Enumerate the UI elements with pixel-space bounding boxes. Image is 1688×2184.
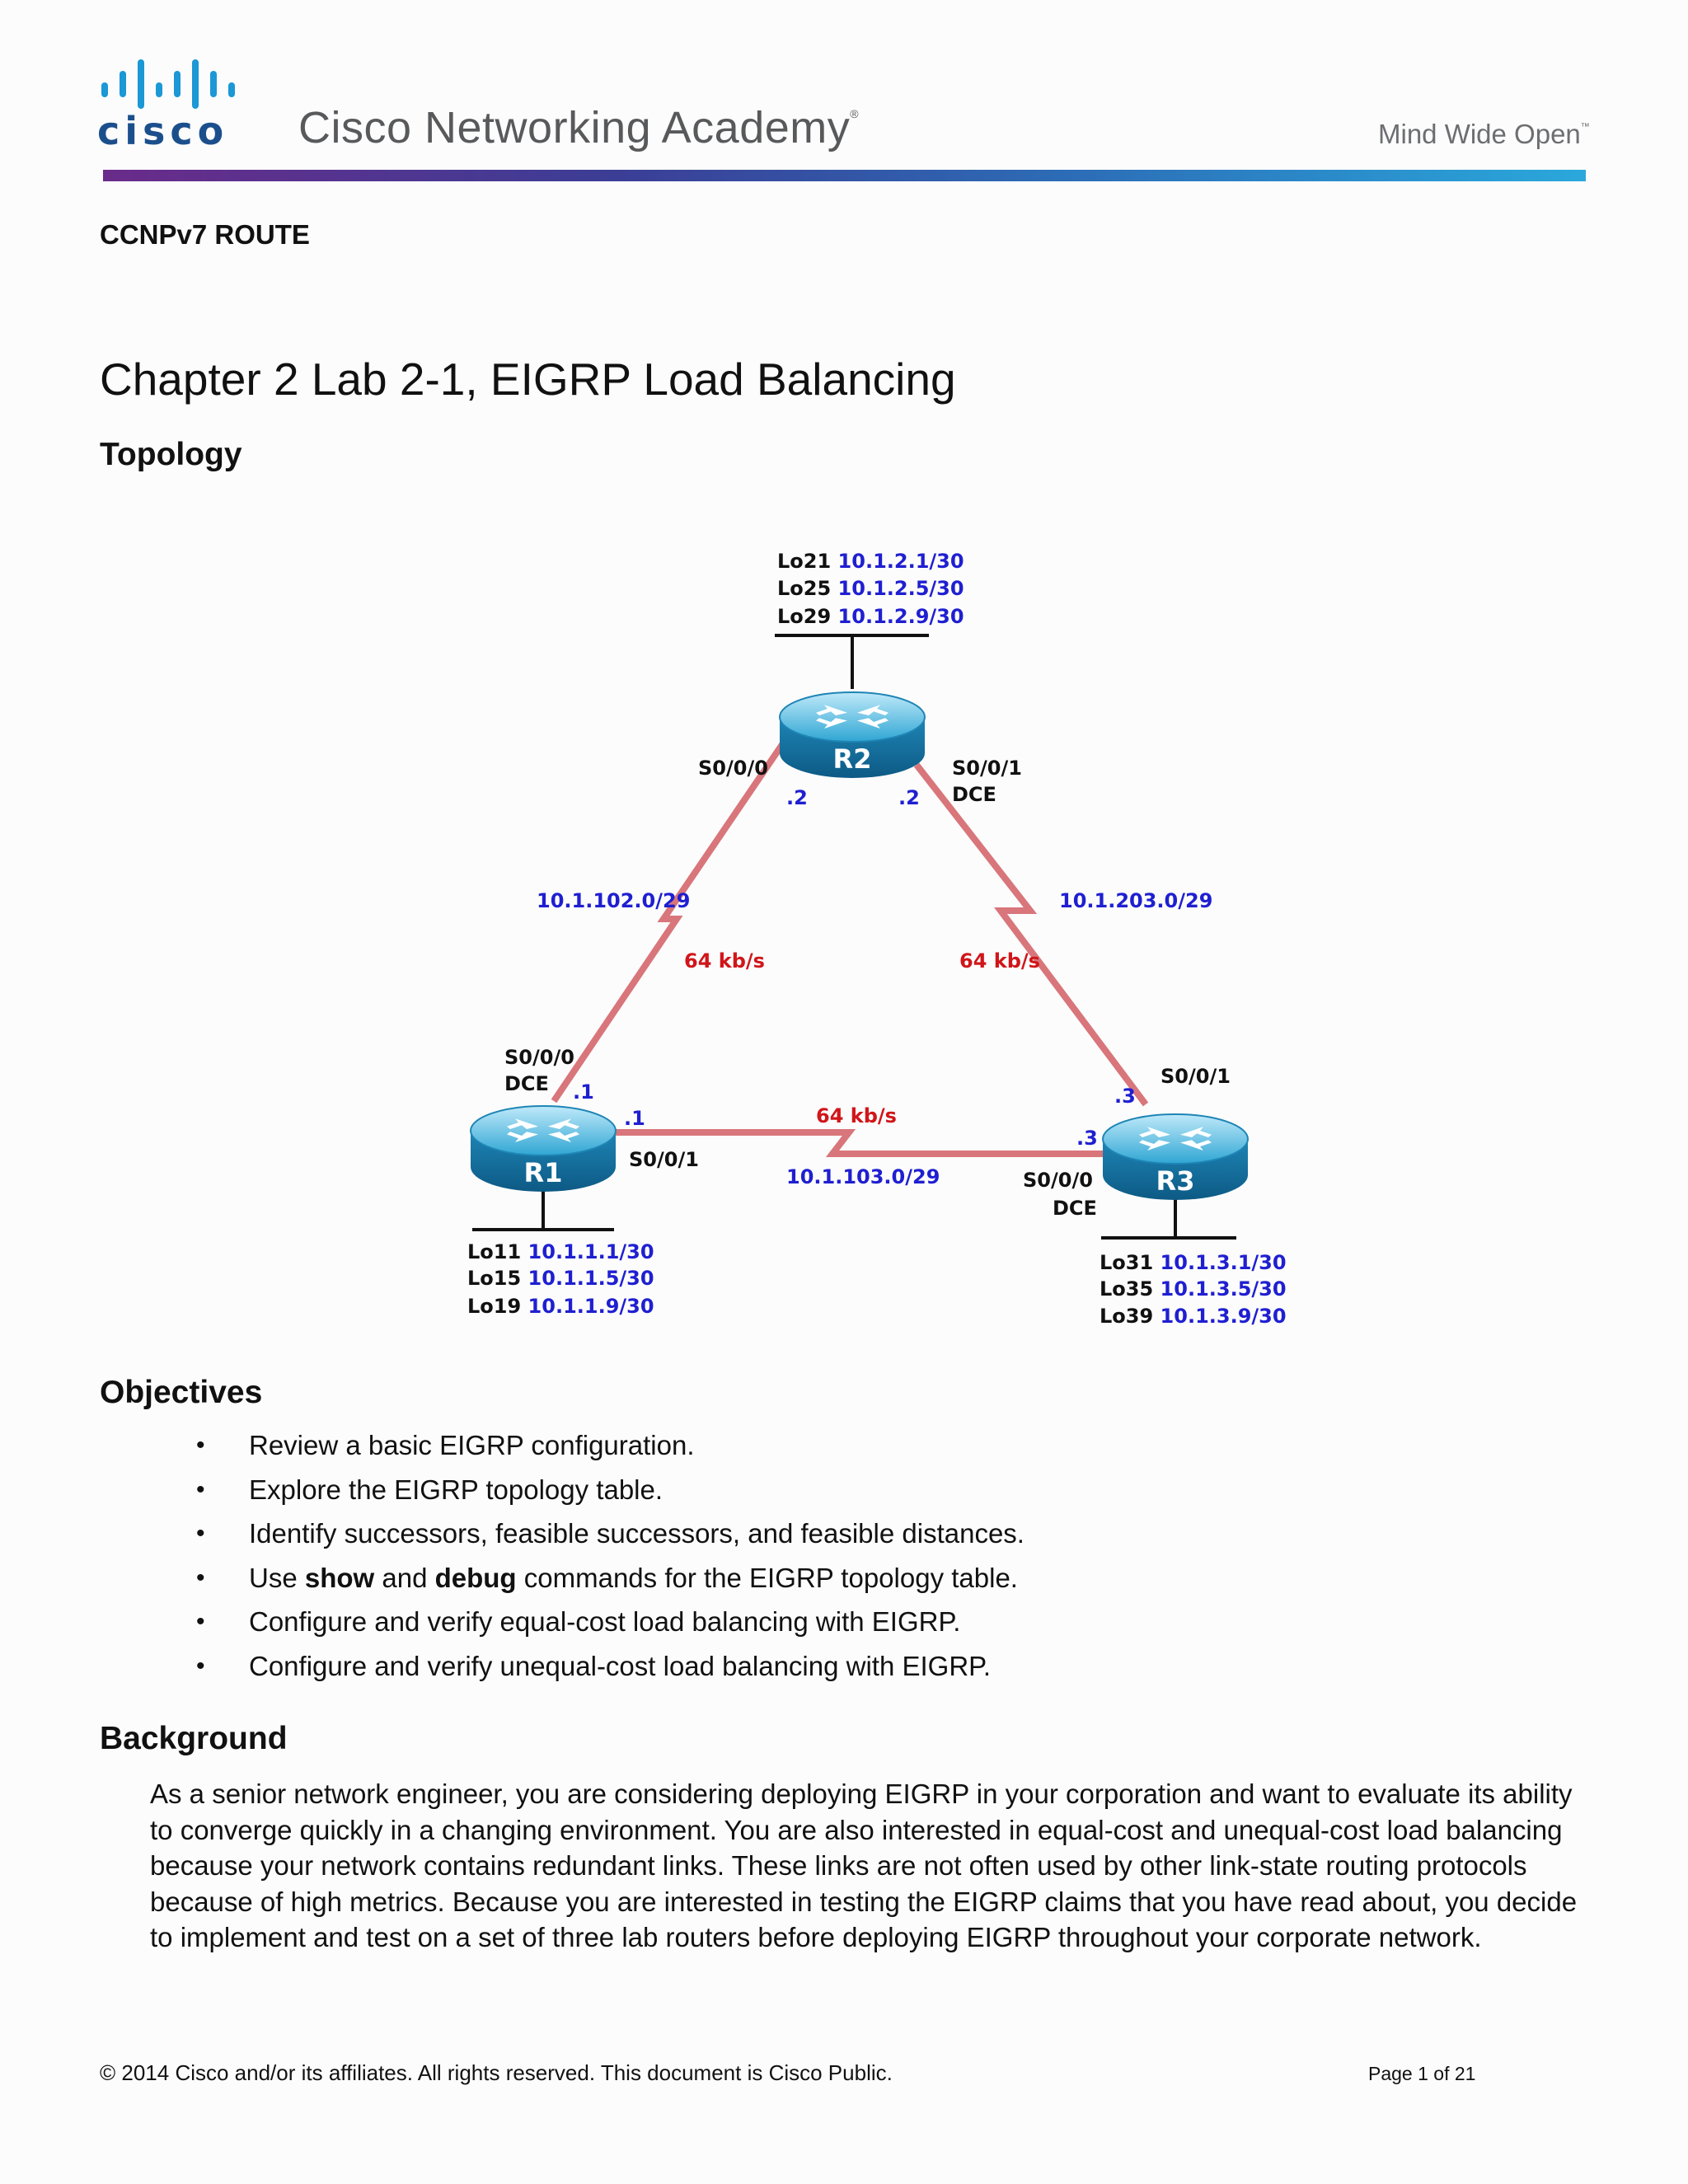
router-r2-name: R2 bbox=[833, 743, 872, 775]
r3-host-top: .3 bbox=[1114, 1085, 1136, 1108]
link-r1-r3 bbox=[614, 1129, 1104, 1157]
r1-interface-s001: S0/0/1 bbox=[629, 1148, 699, 1171]
router-r2[interactable]: R2 bbox=[779, 691, 926, 778]
background-paragraph: As a senior network engineer, you are co… bbox=[150, 1779, 1578, 1953]
objective-item: Explore the EIGRP topology table. bbox=[191, 1474, 1025, 1518]
r2-loopback-connector bbox=[775, 634, 929, 689]
link-r2-r3 bbox=[913, 762, 1149, 1107]
topology-heading: Topology bbox=[100, 437, 242, 472]
objective-item: Review a basic EIGRP configuration. bbox=[191, 1429, 1025, 1474]
topology-diagram: R2 R1 R3 Lo21 10.1.2.1/30 Lo25 10.1.2.5/… bbox=[467, 550, 1286, 1328]
r1-loopback: Lo15 10.1.1.5/30 bbox=[467, 1267, 654, 1290]
r3-dce-label: DCE bbox=[1053, 1197, 1097, 1220]
r2-interface-s000: S0/0/0 bbox=[698, 757, 768, 780]
router-r1-name: R1 bbox=[524, 1157, 563, 1188]
router-r1[interactable]: R1 bbox=[470, 1105, 617, 1192]
objectives-list: Review a basic EIGRP configuration. Expl… bbox=[191, 1429, 1025, 1694]
cisco-logo: cisco bbox=[97, 59, 235, 152]
r1-host-right: .1 bbox=[624, 1107, 645, 1130]
lab-title: Chapter 2 Lab 2-1, EIGRP Load Balancing bbox=[100, 354, 956, 405]
r2-dce-label: DCE bbox=[952, 783, 996, 806]
academy-title: Cisco Networking Academy® bbox=[298, 103, 860, 152]
r1-host-top: .1 bbox=[573, 1080, 594, 1104]
objectives-heading: Objectives bbox=[100, 1375, 263, 1410]
link-r1-r2 bbox=[551, 736, 790, 1104]
r3-loopback: Lo35 10.1.3.5/30 bbox=[1100, 1277, 1286, 1301]
r3-host-left: .3 bbox=[1076, 1127, 1098, 1150]
cisco-bars-icon bbox=[101, 59, 235, 109]
objective-item: Use show and debug commands for the EIGR… bbox=[191, 1562, 1025, 1606]
footer-copyright: © 2014 Cisco and/or its affiliates. All … bbox=[100, 2060, 893, 2085]
router-r3[interactable]: R3 bbox=[1102, 1113, 1249, 1200]
link-r1-r2-speed: 64 kb/s bbox=[684, 949, 765, 972]
r2-loopback: Lo25 10.1.2.5/30 bbox=[777, 577, 964, 600]
course-label: CCNPv7 ROUTE bbox=[100, 219, 310, 250]
r1-dce-label: DCE bbox=[504, 1072, 549, 1095]
link-r2-r3-network: 10.1.203.0/29 bbox=[1059, 889, 1212, 912]
r2-host-left: .2 bbox=[786, 786, 808, 809]
cisco-wordmark: cisco bbox=[97, 109, 228, 152]
link-r1-r3-network: 10.1.103.0/29 bbox=[786, 1165, 940, 1188]
r2-loopback: Lo29 10.1.2.9/30 bbox=[777, 605, 964, 628]
objective-item: Configure and verify unequal-cost load b… bbox=[191, 1650, 1025, 1694]
background-heading: Background bbox=[100, 1721, 288, 1756]
r1-loopback: Lo11 10.1.1.1/30 bbox=[467, 1240, 654, 1263]
r3-loopback: Lo31 10.1.3.1/30 bbox=[1100, 1251, 1286, 1274]
r2-interface-s001: S0/0/1 bbox=[952, 757, 1022, 780]
r3-loopback: Lo39 10.1.3.9/30 bbox=[1100, 1305, 1286, 1328]
link-r1-r2-network: 10.1.102.0/29 bbox=[537, 889, 690, 912]
objective-item: Configure and verify equal-cost load bal… bbox=[191, 1605, 1025, 1650]
header-gradient-bar bbox=[103, 170, 1586, 181]
r1-loopback: Lo19 10.1.1.9/30 bbox=[467, 1295, 654, 1318]
r2-host-right: .2 bbox=[898, 786, 920, 809]
r3-interface-s001: S0/0/1 bbox=[1160, 1065, 1231, 1088]
objective-item: Identify successors, feasible successors… bbox=[191, 1517, 1025, 1562]
footer-page-number: Page 1 of 21 bbox=[1368, 2063, 1476, 2084]
registered-mark: ® bbox=[850, 107, 860, 120]
tagline: Mind Wide Open™ bbox=[1378, 119, 1590, 149]
r1-interface-s000: S0/0/0 bbox=[504, 1046, 574, 1069]
link-r2-r3-speed: 64 kb/s bbox=[959, 949, 1040, 972]
link-r1-r3-speed: 64 kb/s bbox=[816, 1104, 897, 1127]
r2-loopback: Lo21 10.1.2.1/30 bbox=[777, 550, 964, 573]
r3-interface-s000: S0/0/0 bbox=[1023, 1169, 1093, 1192]
router-r3-name: R3 bbox=[1156, 1165, 1195, 1197]
trademark-mark: ™ bbox=[1580, 122, 1590, 132]
